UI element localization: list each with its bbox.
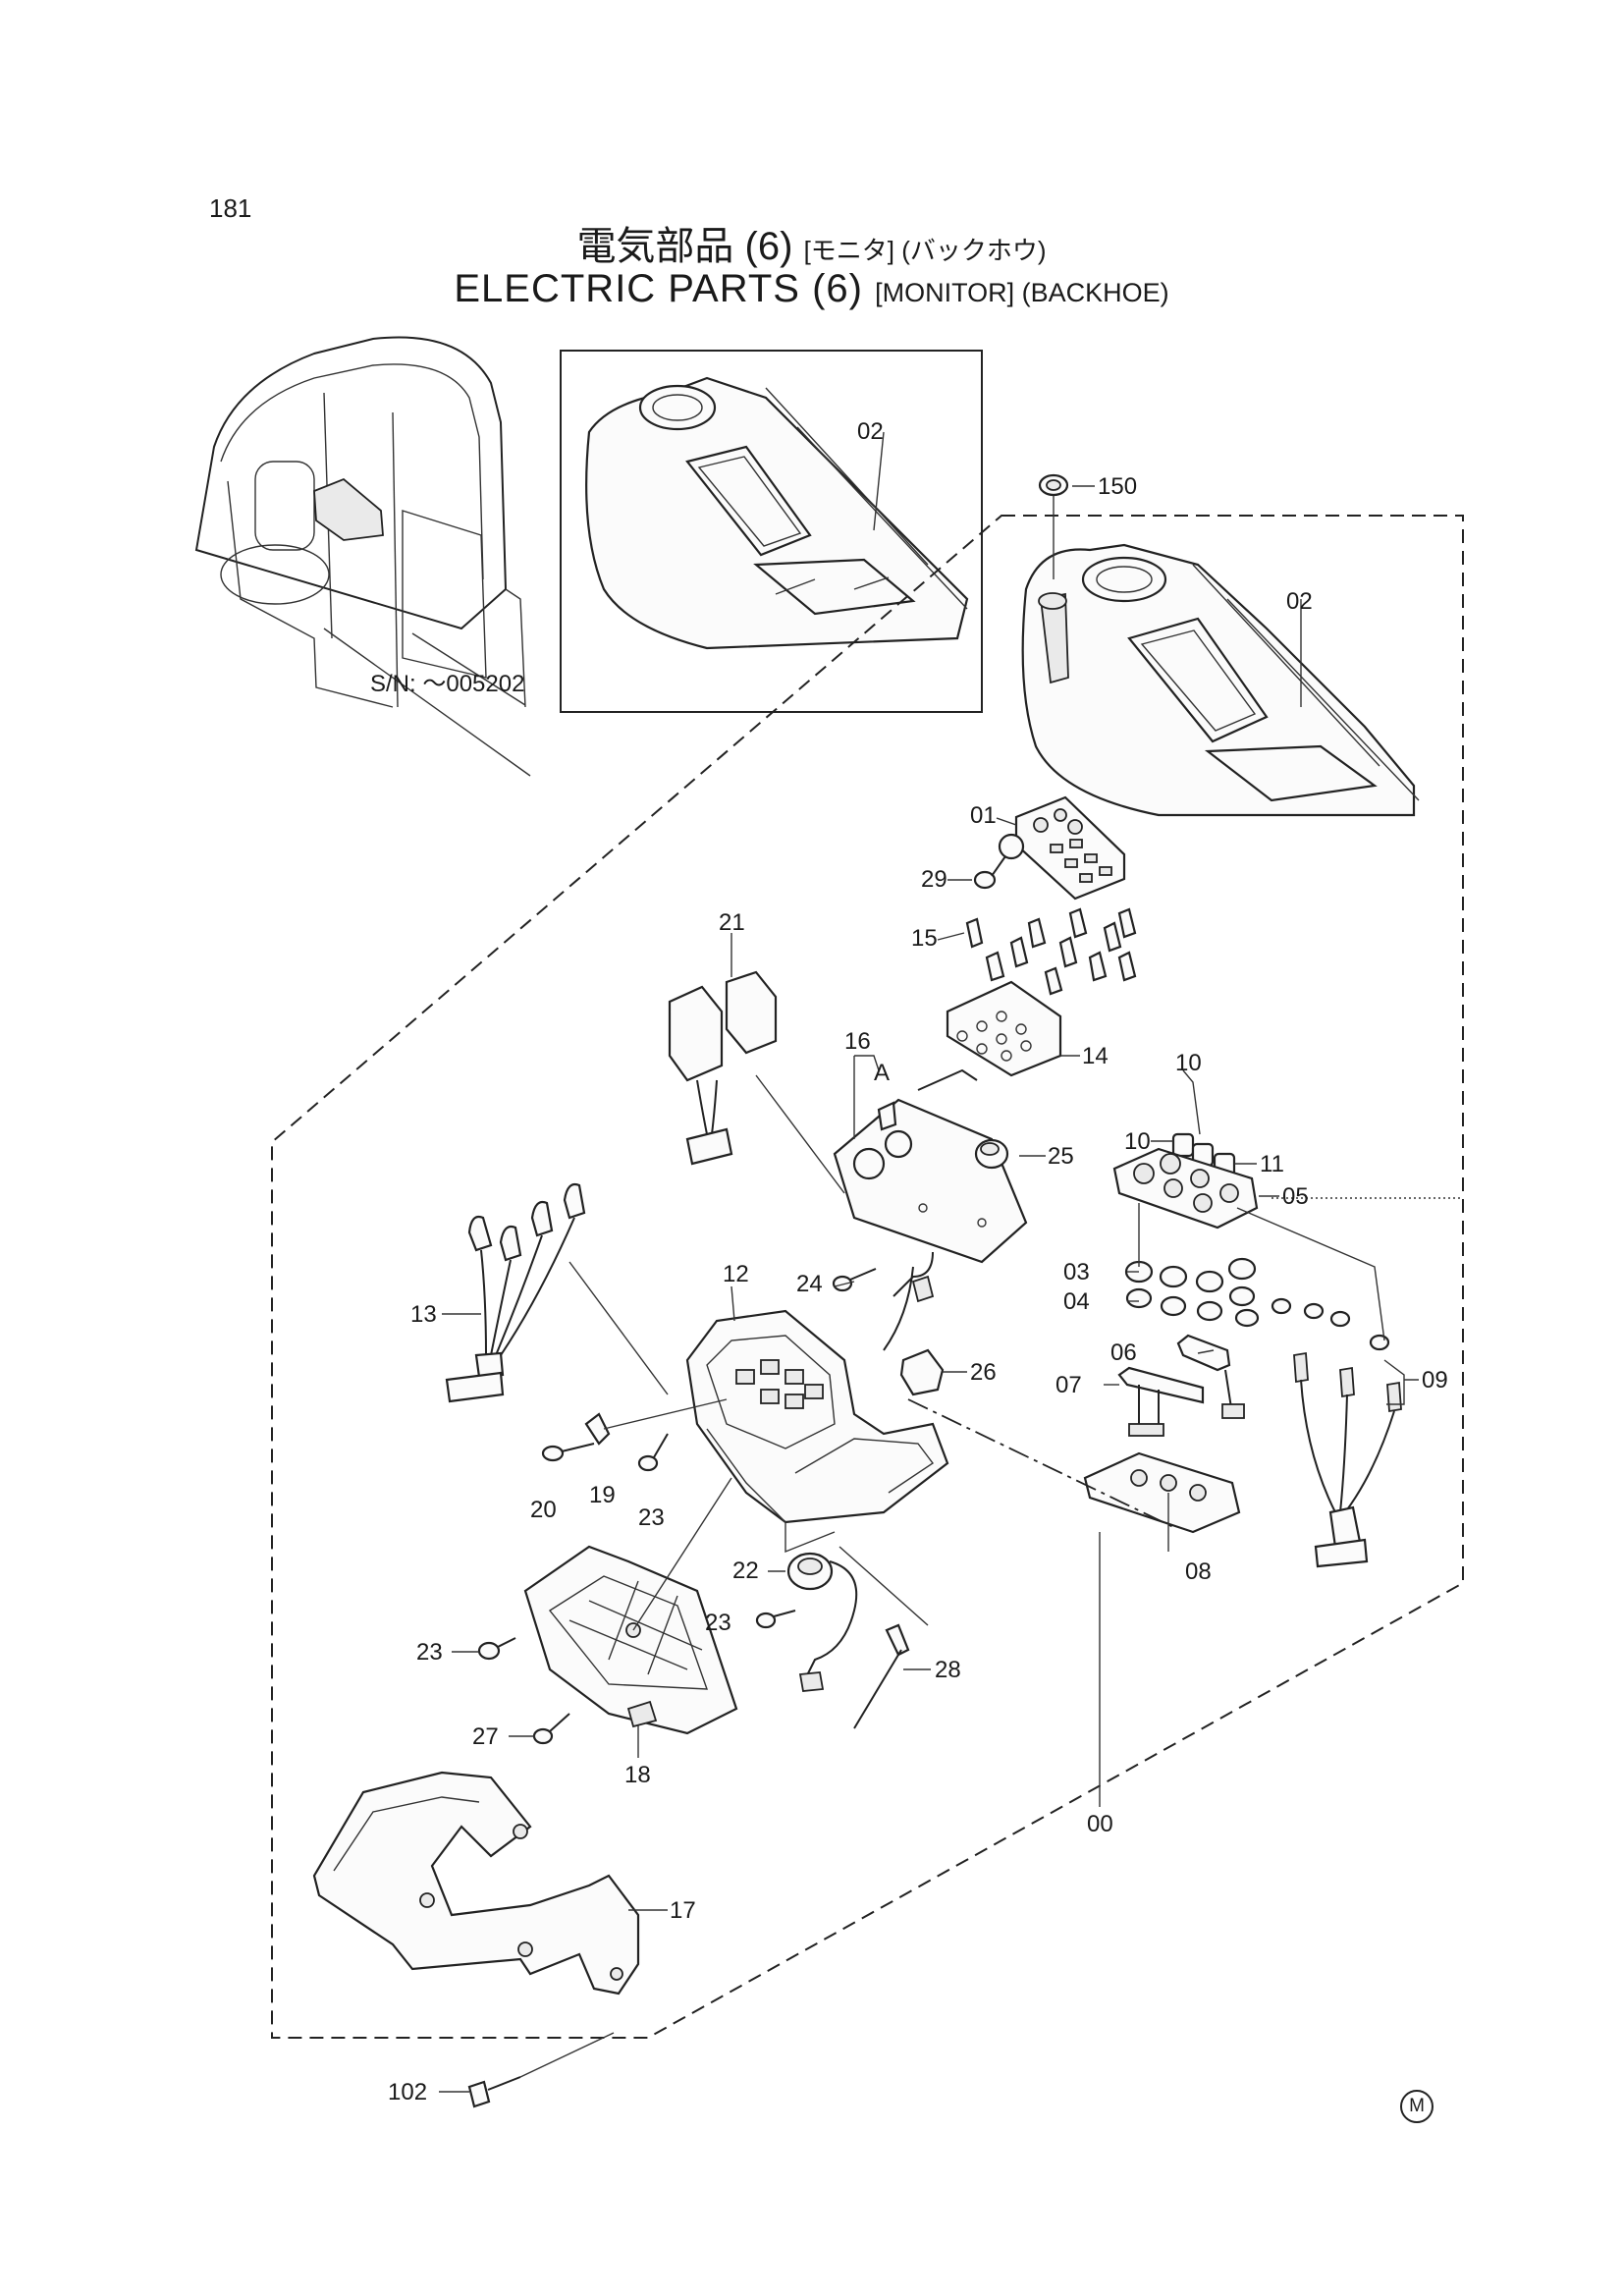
circuit-board-16 xyxy=(833,1055,1028,1351)
keytops-15 xyxy=(965,907,1137,996)
label-02-inset: 02 xyxy=(857,418,884,445)
relays-21 xyxy=(668,970,845,1194)
label-12: 12 xyxy=(723,1261,749,1287)
title-japanese: 電気部品 (6) [モニタ] (バックホウ) xyxy=(0,214,1623,271)
label-00: 00 xyxy=(1087,1811,1113,1837)
wire-harness-09 xyxy=(1293,1351,1402,1568)
label-29: 29 xyxy=(921,866,947,893)
brackets-06-07-08 xyxy=(907,1334,1245,1552)
connector-26 xyxy=(899,1348,945,1396)
page-mark: M xyxy=(1400,2090,1434,2123)
switch-body-05 xyxy=(1112,1147,1463,1230)
label-21: 21 xyxy=(719,909,745,936)
title-english: ELECTRIC PARTS (6) [MONITOR] (BACKHOE) xyxy=(0,267,1623,311)
label-09: 09 xyxy=(1422,1367,1448,1394)
label-28: 28 xyxy=(935,1657,961,1683)
knob-25 xyxy=(974,1138,1009,1170)
label-01: 01 xyxy=(970,802,997,829)
grommet-150 xyxy=(1038,473,1069,579)
title-jp-main: 電気部品 (6) xyxy=(576,225,793,268)
label-150: 150 xyxy=(1098,473,1137,500)
label-10: 10 xyxy=(1124,1128,1151,1155)
part-labels: 02 150 02 01 29 21 15 14 16 A 10 10 11 2… xyxy=(388,418,1448,2105)
label-13: 13 xyxy=(410,1301,437,1328)
label-20: 20 xyxy=(530,1497,557,1523)
label-11: 11 xyxy=(1260,1151,1284,1177)
label-24: 24 xyxy=(796,1271,823,1297)
switches-03-04 xyxy=(1124,1203,1390,1351)
title-en-sub: [MONITOR] (BACKHOE) xyxy=(875,278,1169,307)
label-16: 16 xyxy=(844,1028,871,1055)
screw-29 xyxy=(973,855,1006,890)
title-jp-sub: [モニタ] (バックホウ) xyxy=(803,236,1047,265)
label-102: 102 xyxy=(388,2079,427,2105)
bolt-102 xyxy=(467,2032,615,2108)
membrane-14 xyxy=(917,980,1062,1091)
fasteners-19-20-23 xyxy=(541,1268,877,1472)
page-number: 181 xyxy=(209,193,252,223)
label-15: 15 xyxy=(911,925,938,952)
main-case-12 xyxy=(685,1309,949,1554)
label-14: 14 xyxy=(1082,1043,1109,1069)
label-05: 05 xyxy=(1282,1183,1309,1210)
label-A: A xyxy=(874,1060,890,1086)
cab-illustration xyxy=(194,336,531,777)
label-22: 22 xyxy=(732,1558,759,1584)
label-02: 02 xyxy=(1286,588,1313,615)
label-19: 19 xyxy=(589,1482,616,1508)
buzzer-22-tie-28 xyxy=(755,1546,929,1729)
label-10-top: 10 xyxy=(1175,1050,1202,1076)
label-18: 18 xyxy=(624,1762,651,1788)
label-26: 26 xyxy=(970,1359,997,1386)
title-en-main: ELECTRIC PARTS (6) xyxy=(454,267,863,310)
cover-18 xyxy=(477,1477,738,1745)
label-23-c: 23 xyxy=(416,1639,443,1666)
serial-number-label: S/N: ～005202 xyxy=(370,671,524,697)
leader-lines xyxy=(439,431,1419,2093)
label-23-a: 23 xyxy=(638,1504,665,1531)
bulb-harness-13 xyxy=(445,1182,669,1403)
label-17: 17 xyxy=(670,1897,696,1924)
label-27: 27 xyxy=(472,1723,499,1750)
label-04: 04 xyxy=(1063,1288,1090,1315)
assembly-outline xyxy=(271,515,1464,2039)
label-25: 25 xyxy=(1048,1143,1074,1170)
inset-box: S/N: ～005202 xyxy=(370,350,983,713)
knobs-10-11 xyxy=(1171,1069,1236,1177)
label-03: 03 xyxy=(1063,1259,1090,1285)
label-07: 07 xyxy=(1055,1372,1082,1398)
monitor-housing xyxy=(1021,543,1420,817)
bracket-17 xyxy=(312,1771,640,1995)
label-23-b: 23 xyxy=(705,1610,731,1636)
switch-panel-01 xyxy=(998,795,1126,901)
label-06: 06 xyxy=(1110,1339,1137,1366)
label-08: 08 xyxy=(1185,1558,1212,1585)
